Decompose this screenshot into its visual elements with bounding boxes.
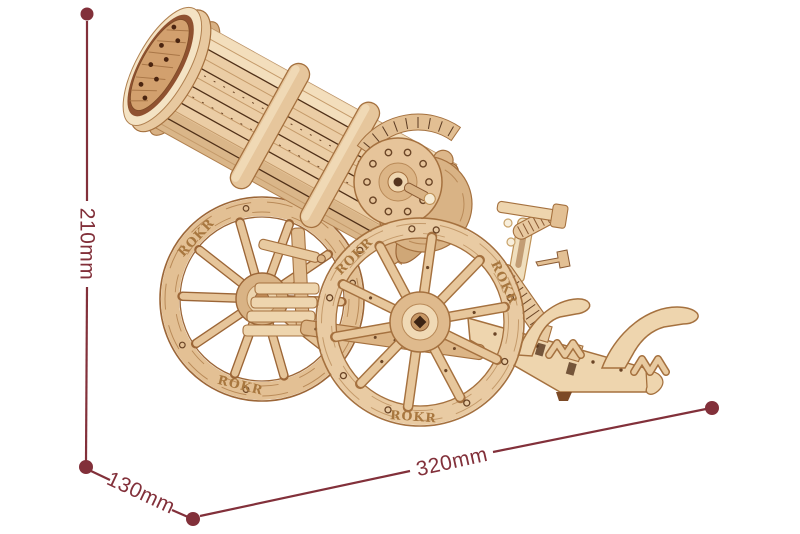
muzzle-face-dots bbox=[138, 24, 181, 101]
axle-hole bbox=[413, 315, 427, 329]
beam-scroll-tip bbox=[645, 369, 664, 395]
t-handle bbox=[535, 249, 571, 269]
winding-crank bbox=[403, 182, 436, 205]
scroll-ornament-right bbox=[600, 306, 699, 369]
height-dimension-label: 210mm bbox=[76, 208, 99, 281]
front-wheel-rim-bolts bbox=[326, 225, 514, 414]
elevation-arc-ticks bbox=[363, 117, 454, 150]
muzzle-face-slats bbox=[129, 29, 189, 102]
barrel-band-rings bbox=[229, 62, 381, 229]
breech-gear-flange bbox=[353, 137, 443, 227]
muzzle bbox=[122, 6, 212, 133]
front-wheel-brand-engraving: ROKR bbox=[390, 407, 437, 425]
width-dimension-label: 320mm bbox=[414, 443, 490, 481]
dimension-endpoint-dot bbox=[80, 7, 94, 21]
bolt bbox=[506, 237, 516, 247]
height-dimension: 210mm bbox=[76, 7, 99, 474]
dimension-endpoint-dot bbox=[186, 512, 200, 526]
depth-dimension-label: 130mm bbox=[103, 467, 178, 518]
bolt bbox=[503, 218, 513, 228]
spoke-rivets bbox=[368, 265, 476, 373]
zigzag-bracket-right bbox=[631, 356, 669, 375]
upper-lever bbox=[496, 200, 569, 229]
depth-dimension: 130mm bbox=[90, 467, 200, 526]
dimension-endpoint-dot bbox=[79, 460, 93, 474]
elevation-arc bbox=[356, 113, 462, 156]
dimension-endpoint-dot bbox=[705, 401, 719, 415]
jack-lever bbox=[258, 238, 326, 264]
beam-foot bbox=[556, 392, 572, 401]
scroll-ornament-left bbox=[516, 298, 591, 357]
jack-ladder-stack bbox=[242, 227, 326, 337]
zigzag-bracket-left bbox=[546, 340, 584, 358]
